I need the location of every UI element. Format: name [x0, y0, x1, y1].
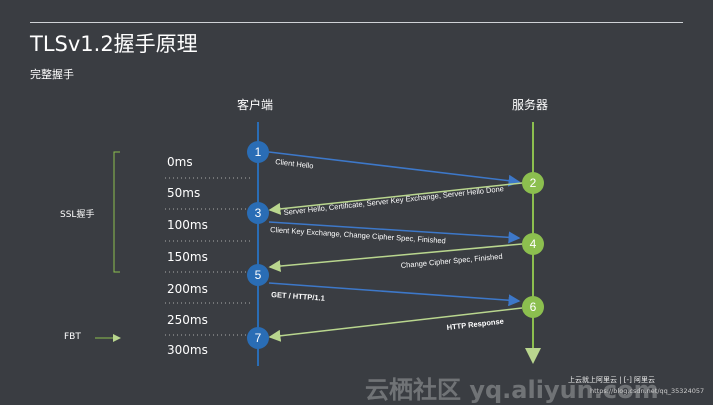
msg-http-response: HTTP Response	[446, 317, 504, 332]
source-url: https://blog.csdn.net/qq_35324057	[590, 387, 705, 395]
svg-text:6: 6	[530, 300, 537, 314]
ssl-handshake-label: SSL握手	[60, 210, 95, 220]
msg-http-get: GET / HTTP/1.1	[271, 290, 325, 303]
time-label: 250ms	[167, 313, 208, 327]
time-label: 100ms	[167, 218, 208, 232]
step-6: 6	[522, 296, 544, 318]
step-7: 7	[247, 327, 269, 349]
arrow-key-exchange	[268, 221, 521, 244]
svg-text:1: 1	[255, 145, 262, 159]
time-label: 50ms	[167, 186, 201, 200]
fbt-label: FBT	[64, 332, 81, 342]
client-label: 客户端	[237, 98, 274, 112]
arrow-http-get	[268, 282, 521, 307]
msg-client-hello: Client Hello	[275, 157, 314, 170]
ssl-bracket	[113, 151, 120, 273]
svg-text:2: 2	[530, 176, 537, 190]
arrow-server-hello	[268, 182, 523, 215]
arrow-http-response	[268, 307, 523, 342]
step-3: 3	[247, 202, 269, 224]
msg-server-hello: Server Hello, Certificate, Server Key Ex…	[283, 184, 504, 217]
step-2: 2	[522, 172, 544, 194]
time-label: 300ms	[167, 343, 208, 357]
time-label: 200ms	[167, 282, 208, 296]
time-label: 0ms	[167, 155, 193, 169]
msg-change-cipher-spec: Change Cipher Spec, Finished	[400, 252, 503, 270]
svg-text:4: 4	[530, 237, 537, 251]
step-5: 5	[247, 264, 269, 286]
page-subtitle: 完整握手	[30, 68, 74, 81]
arrow-client-hello	[268, 151, 521, 187]
arrow-server-finished	[268, 243, 523, 273]
svg-text:3: 3	[255, 206, 262, 220]
svg-text:5: 5	[255, 268, 262, 282]
time-label: 150ms	[167, 250, 208, 264]
brand-logo: 上云就上阿里云 | [-] 阿里云	[568, 376, 656, 384]
step-1: 1	[247, 141, 269, 163]
time-dividers	[165, 177, 250, 336]
svg-text:7: 7	[255, 331, 262, 345]
server-label: 服务器	[512, 98, 549, 112]
title-divider	[30, 22, 683, 23]
step-4: 4	[522, 233, 544, 255]
watermark: 云栖社区 yq.aliyun.com	[365, 376, 659, 404]
page-title: TLSv1.2握手原理	[30, 32, 198, 56]
